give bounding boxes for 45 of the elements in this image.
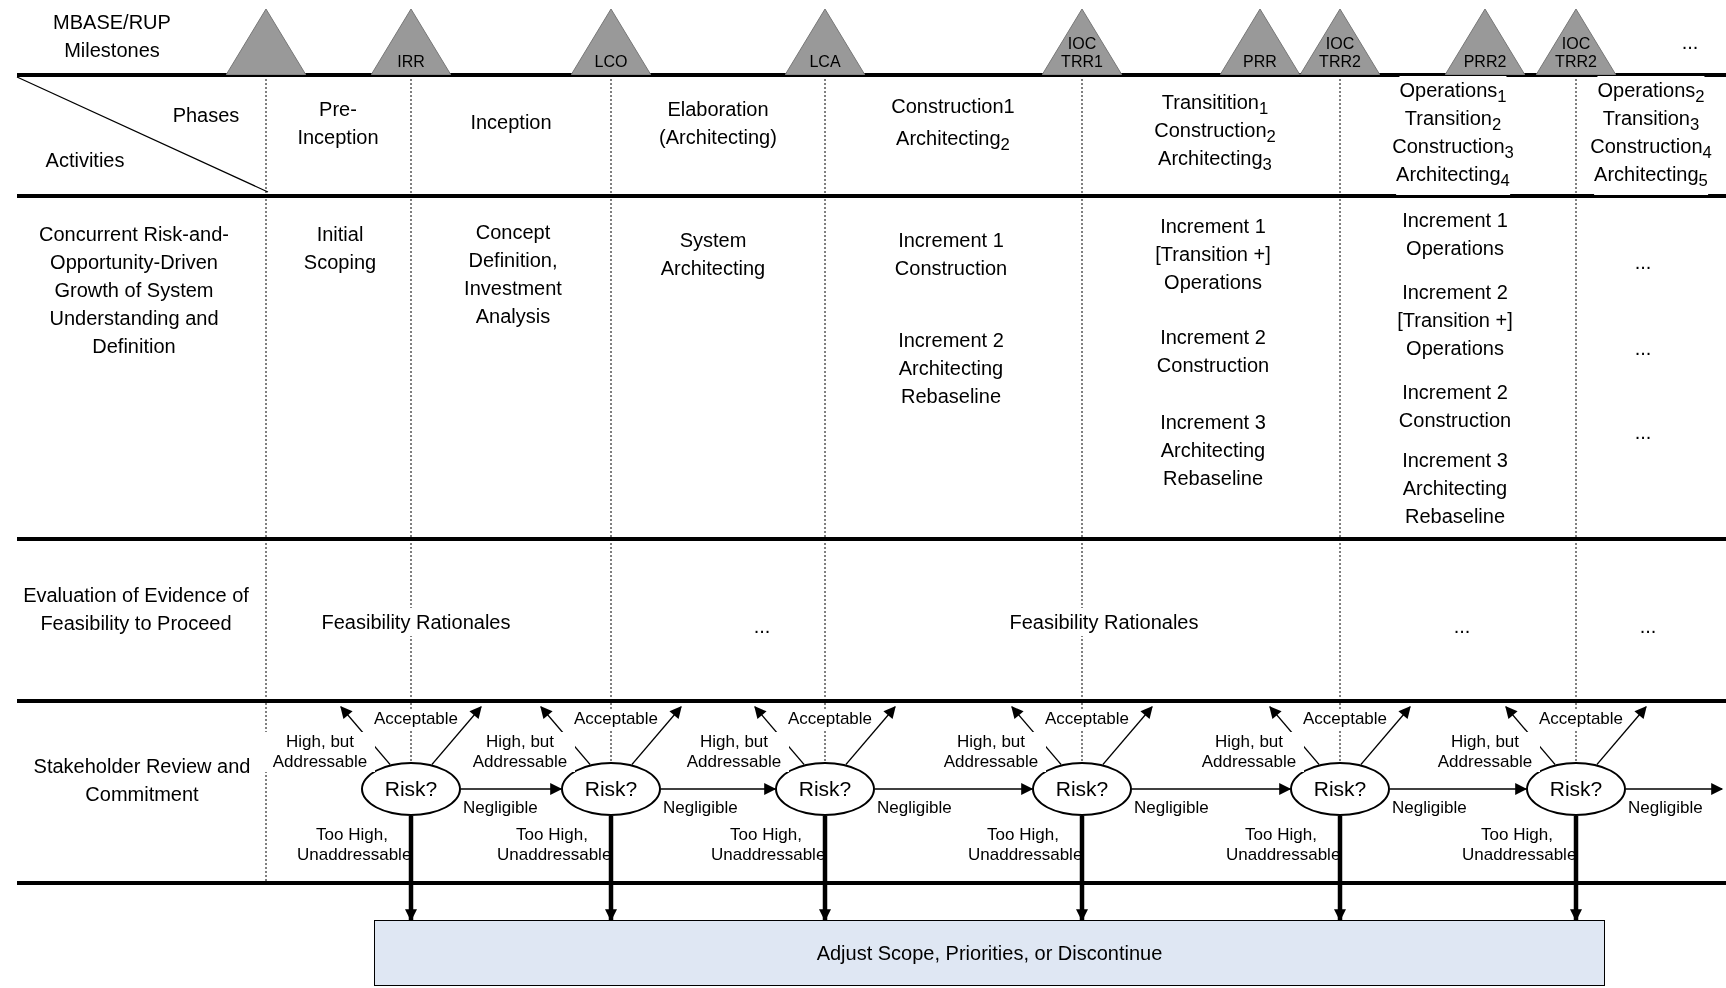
milestone-label: IOC TRR1 [1060,35,1104,71]
edge-label: Acceptable [373,709,459,729]
milestone-label: LCA [809,53,841,71]
milestone-label: PRR2 [1463,53,1507,71]
arrow [1076,816,1088,922]
milestone-triangle [1042,9,1122,75]
arrow [605,816,617,922]
edge-label: Negligible [1392,798,1467,818]
edge-label: Negligible [463,798,538,818]
milestone-triangle [1300,9,1380,75]
milestone-triangle [1445,9,1525,75]
edge-label: Acceptable [573,709,659,729]
edge-label: Acceptable [1044,709,1130,729]
arrow [660,783,777,795]
edge-label: Acceptable [1302,709,1388,729]
milestone-label: IRR [397,53,425,71]
arrow [819,816,831,922]
arrow [874,783,1034,795]
edge-label: Negligible [1628,798,1703,818]
arrow [1389,783,1528,795]
edge-label: High, but Addressable [265,732,375,772]
arrow [1131,783,1292,795]
process-box: Adjust Scope, Priorities, or Discontinue [374,920,1605,986]
edge-label: Negligible [877,798,952,818]
arrow [405,816,417,922]
edge-label: Acceptable [787,709,873,729]
edge-label: Negligible [1134,798,1209,818]
milestone-triangle [1536,9,1616,75]
milestone-triangle [785,9,865,75]
milestone-triangle [371,9,451,75]
feasibility-text: Feasibility Rationales [1009,608,1199,636]
arrow [460,783,563,795]
milestone-label: PRR [1243,53,1277,71]
milestone-triangle [226,9,306,75]
milestone-label: IOC TRR2 [1318,35,1362,71]
milestone-label: LCO [594,53,628,71]
edge-label: Acceptable [1538,709,1624,729]
edge-label: Negligible [663,798,738,818]
milestone-label: IOC TRR2 [1554,35,1598,71]
arrow [1570,816,1582,922]
feasibility-text: Feasibility Rationales [321,608,511,636]
arrow [1334,816,1346,922]
arrow [1625,783,1724,795]
milestone-triangle [1220,9,1300,75]
milestone-triangle [571,9,651,75]
